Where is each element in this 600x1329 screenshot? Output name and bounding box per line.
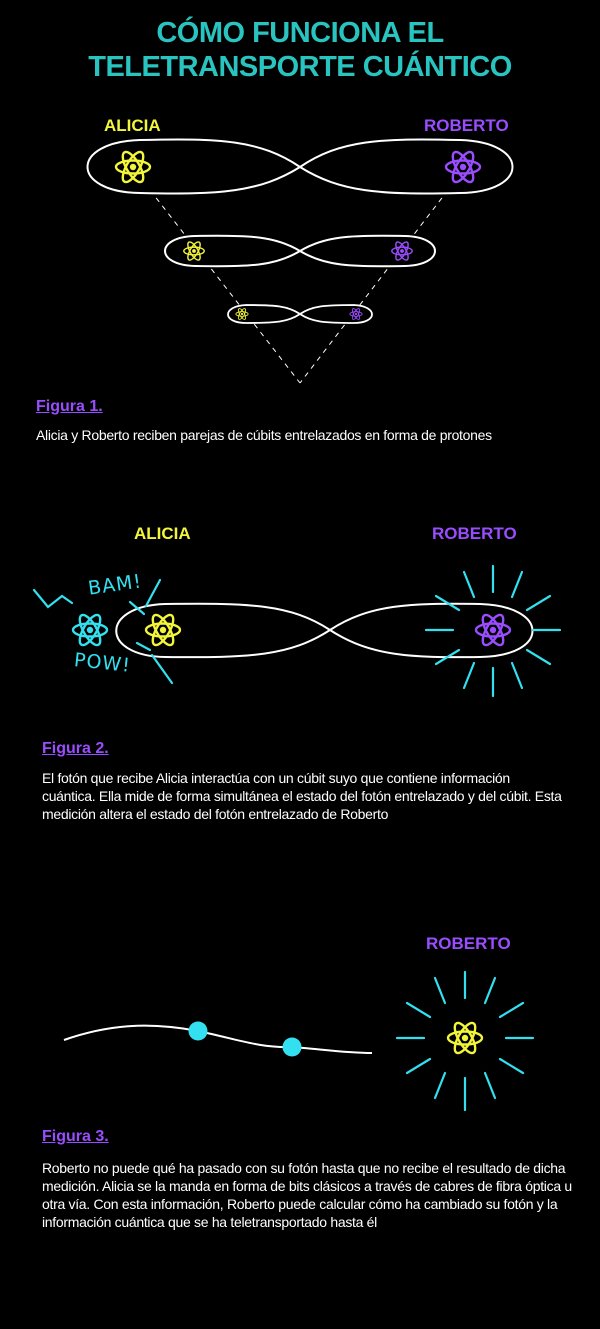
figure2-diagram [32,564,562,698]
infinity-loop [115,602,534,659]
alicia-label-fig1: ALICIA [104,116,161,135]
figure2-caption: El fotón que recibe Alicia interactúa co… [42,770,562,822]
roberto-label-fig3: ROBERTO [426,934,511,953]
figure1-diagram [86,138,514,384]
photon-dot [282,1037,302,1057]
page-title-line-1: CÓMO FUNCIONA EL [156,17,444,49]
burst-lines [395,970,535,1112]
alicia-label-fig2: ALICIA [134,524,191,543]
photon-dot [188,1021,208,1041]
figure3-caption: Roberto no puede qué ha pasado con su fo… [42,1160,572,1230]
figure1-label: Figura 1. [36,398,103,415]
infinity-loop-large [86,138,514,195]
cone-line-right [299,189,449,384]
page-title-line-2: TELETRANSPORTE CUÁNTICO [88,51,512,83]
classical-channel-line [63,1024,373,1054]
impact-lines [32,578,174,685]
roberto-label-fig1: ROBERTO [424,116,509,135]
roberto-label-fig2: ROBERTO [432,524,517,543]
cone-line-left [149,189,301,384]
infinity-loop-medium [164,234,436,268]
infinity-loop-small [227,304,373,324]
figure3-label: Figura 3. [42,1128,109,1145]
figure3-diagram [63,970,535,1112]
figure2-label: Figura 2. [42,740,109,757]
atom-icon [71,610,109,650]
burst-lines [424,564,562,698]
figure1-caption: Alicia y Roberto reciben parejas de cúbi… [36,427,492,443]
atom-icon [446,1018,484,1058]
